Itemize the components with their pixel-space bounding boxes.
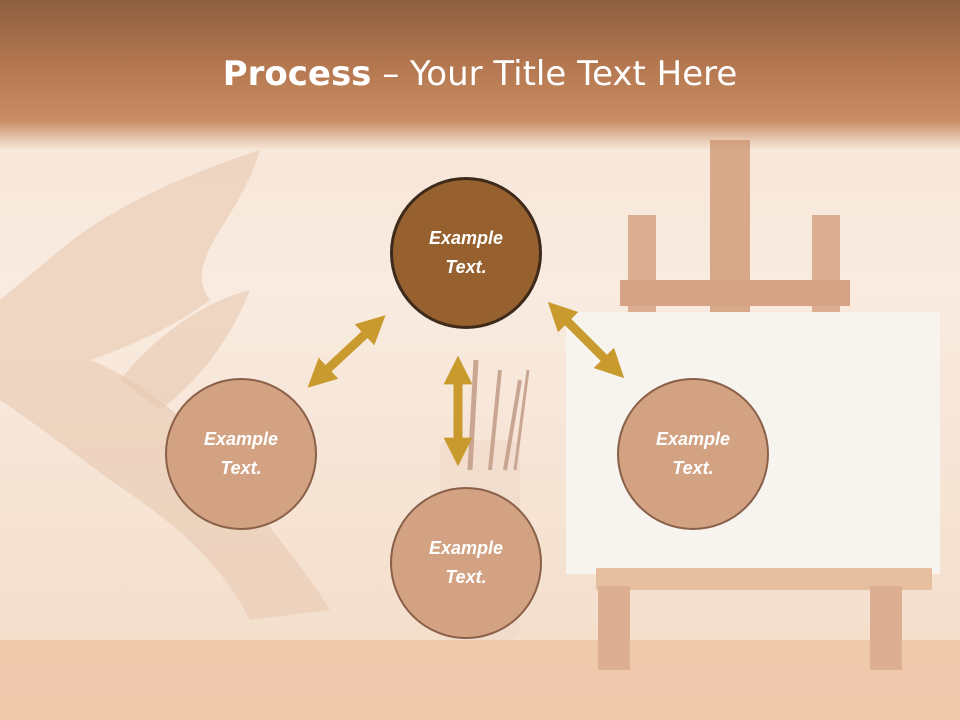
title-bold: Process [222,54,372,94]
node-text-line2: Text. [445,257,487,277]
process-node-top: Example Text. [390,177,542,329]
title-bar [0,0,960,150]
process-node-left: Example Text. [165,378,317,530]
node-text-line2: Text. [672,458,714,478]
slide-title: Process – Your Title Text Here [0,52,960,96]
node-text-line1: Example [203,429,279,449]
node-text-line1: Example [428,228,504,248]
node-text-line2: Text. [220,458,262,478]
title-rest: – Your Title Text Here [382,54,738,94]
node-text-line1: Example [428,538,504,558]
process-node-bottom: Example Text. [390,487,542,639]
arrow-top-left [307,315,386,388]
node-text-line1: Example [655,429,731,449]
arrow-top-right [547,301,625,379]
process-node-right: Example Text. [617,378,769,530]
node-text-line2: Text. [445,567,487,587]
